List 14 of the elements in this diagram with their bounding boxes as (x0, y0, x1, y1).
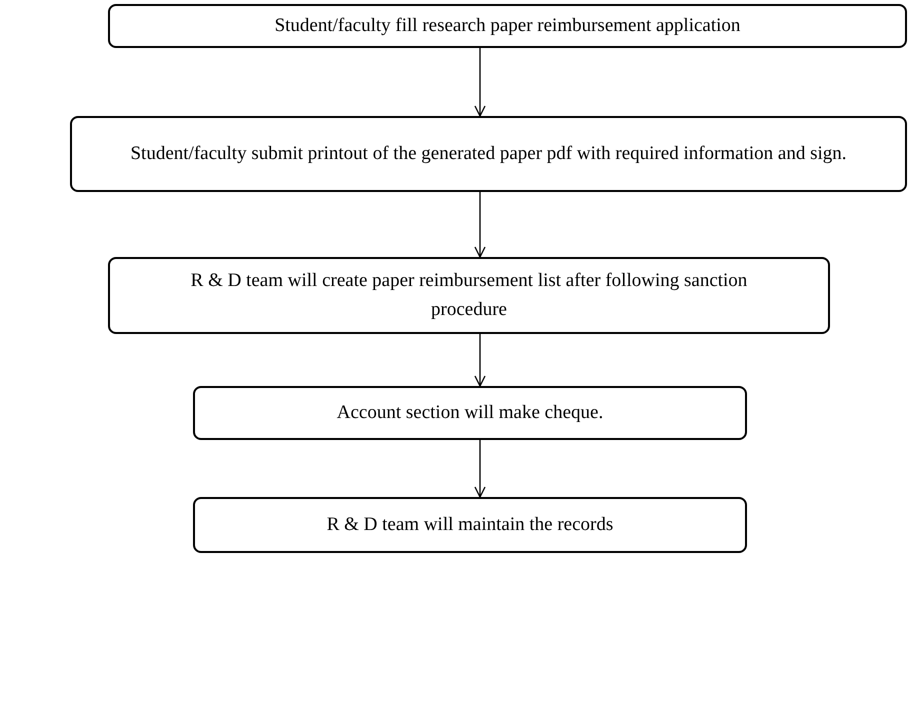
step-text: Student/faculty submit printout of the generated paper pdf with required information and sign. (130, 142, 847, 166)
arrow (474, 440, 486, 498)
arrow (474, 334, 486, 387)
step-text: R & D team will maintain the records (326, 512, 614, 537)
process-box (193, 386, 747, 440)
arrow (474, 48, 486, 117)
step-text: Account section will make cheque. (336, 400, 604, 425)
process-box (108, 4, 907, 48)
arrow (474, 192, 486, 258)
process-box (108, 257, 830, 334)
step-text: Student/faculty fill research paper reimbursement application (274, 14, 740, 38)
step-text: R & D team will create paper reimbursement list after following sanction procedure (190, 269, 748, 322)
process-box (70, 116, 907, 192)
process-box (193, 497, 747, 553)
